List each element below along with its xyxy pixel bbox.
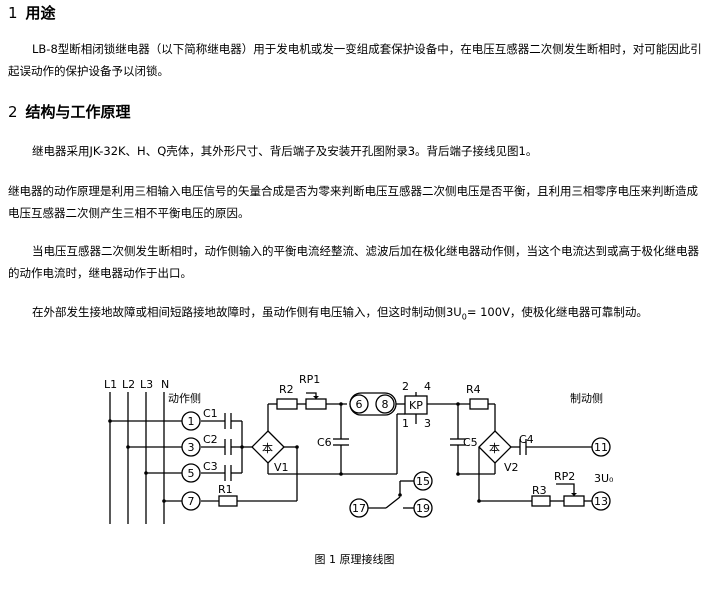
terminal-7 bbox=[181, 491, 201, 511]
capacitor-c1-label: C1 bbox=[203, 407, 218, 420]
resistor-r1-label: R1 bbox=[218, 483, 233, 496]
terminal-1-number: 1 bbox=[188, 415, 195, 428]
terminal-6 bbox=[349, 394, 369, 414]
terminal-8 bbox=[375, 394, 395, 414]
terminal-19 bbox=[413, 498, 433, 518]
action-side-label: 动作侧 bbox=[168, 392, 201, 405]
resistor-r3-label: R3 bbox=[532, 484, 547, 497]
terminal-3 bbox=[181, 437, 201, 457]
section-1-number: 1 bbox=[8, 4, 18, 22]
terminal-11 bbox=[591, 437, 611, 457]
section-2-paragraph-4-text: 在外部发生接地故障或相间短路接地故障时，虽动作侧有电压输入，但这时制动侧3U bbox=[32, 305, 462, 319]
terminal-1 bbox=[181, 411, 201, 431]
brake-side-label: 制动侧 bbox=[570, 392, 603, 405]
capacitor-c3-label: C3 bbox=[203, 460, 218, 473]
capacitor-c4-label: C4 bbox=[519, 433, 534, 446]
section-2-number: 2 bbox=[8, 103, 18, 121]
bus-label-l1: L1 bbox=[104, 378, 117, 391]
terminal-15 bbox=[413, 471, 433, 491]
relay-pin-1: 1 bbox=[402, 417, 409, 430]
terminal-3-number: 3 bbox=[188, 441, 195, 454]
capacitor-c6-label: C6 bbox=[317, 436, 332, 449]
terminal-13 bbox=[591, 491, 611, 511]
section-2-paragraph-4-tail: = 100V，使极化继电器可靠制动。 bbox=[466, 305, 648, 319]
bridge-v1-label: V1 bbox=[274, 461, 289, 474]
section-2-paragraph-4: 在外部发生接地故障或相间短路接地故障时，虽动作侧有电压输入，但这时制动侧3U0=… bbox=[8, 301, 703, 328]
terminal-11-number: 11 bbox=[594, 441, 608, 454]
bridge-v1-symbol: 本 bbox=[262, 441, 273, 455]
relay-pin-2: 2 bbox=[402, 380, 409, 393]
terminal-17 bbox=[349, 498, 369, 518]
terminal-5-number: 5 bbox=[188, 467, 195, 480]
terminal-8-number: 8 bbox=[382, 398, 389, 411]
section-1-title: 用途 bbox=[25, 4, 56, 22]
section-2-title: 结构与工作原理 bbox=[25, 103, 131, 121]
bus-label-l3: L3 bbox=[140, 378, 153, 391]
capacitor-c2-label: C2 bbox=[203, 433, 218, 446]
bridge-v2-label: V2 bbox=[504, 461, 519, 474]
section-2-paragraph-1: 继电器采用JK-32K、H、Q壳体，其外形尺寸、背后端子及安装开孔图附录3。背后… bbox=[32, 144, 538, 158]
figure-caption: 图 1 原理接线图 bbox=[314, 553, 395, 566]
terminal-17-number: 17 bbox=[352, 502, 366, 515]
potentiometer-rp2-label: RP2 bbox=[554, 470, 575, 483]
zero-sequence-voltage-label: 3U₀ bbox=[594, 472, 614, 485]
relay-pin-3: 3 bbox=[424, 417, 431, 430]
terminal-5 bbox=[181, 463, 201, 483]
resistor-r2-label: R2 bbox=[279, 383, 294, 396]
capacitor-c5-label: C5 bbox=[463, 436, 478, 449]
potentiometer-rp1-label: RP1 bbox=[299, 373, 320, 386]
relay-kp-label: KP bbox=[409, 399, 423, 412]
section-2-heading: 2 结构与工作原理 bbox=[8, 101, 131, 122]
section-1-heading: 1 用途 bbox=[8, 2, 56, 23]
section-2-paragraph-3: 当电压互感器二次侧发生断相时，动作侧输入的平衡电流经整流、滤波后加在极化继电器动… bbox=[8, 244, 699, 280]
bus-label-l2: L2 bbox=[122, 378, 135, 391]
relay-pin-4: 4 bbox=[424, 380, 431, 393]
bus-label-n: N bbox=[161, 378, 169, 391]
terminal-13-number: 13 bbox=[594, 495, 608, 508]
bridge-v2-symbol: 本 bbox=[489, 441, 500, 455]
terminal-6-number: 6 bbox=[356, 398, 363, 411]
zero-sequence-subscript: 0 bbox=[461, 312, 467, 322]
resistor-r4-label: R4 bbox=[466, 383, 481, 396]
wiring-diagram: L1 L2 L3 N 动作侧 制动侧 C1 C2 C3 C4 C5 C6 R1 … bbox=[104, 373, 614, 524]
terminal-19-number: 19 bbox=[416, 502, 430, 515]
terminal-15-number: 15 bbox=[416, 475, 430, 488]
terminal-7-number: 7 bbox=[188, 495, 195, 508]
section-1-paragraph: LB-8型断相闭锁继电器（以下简称继电器）用于发电机或发一变组成套保护设备中，在… bbox=[8, 42, 702, 78]
section-2-paragraph-2: 继电器的动作原理是利用三相输入电压信号的矢量合成是否为零来判断电压互感器二次侧电… bbox=[8, 184, 698, 220]
